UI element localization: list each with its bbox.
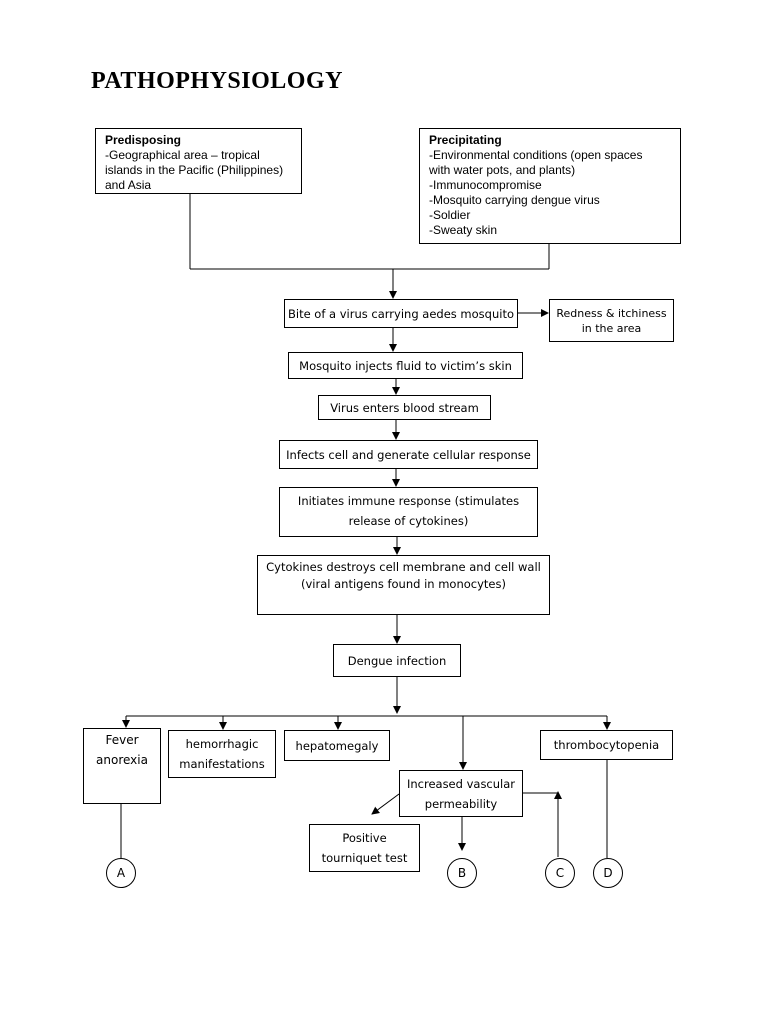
virus-text: Virus enters blood stream [330,400,479,415]
injects-text: Mosquito injects fluid to victim’s skin [299,358,512,373]
hemorrhagic-line: manifestations [179,757,265,771]
predisposing-heading: Predisposing [105,133,182,147]
precipitating-box: Precipitating -Environmental conditions … [419,128,681,244]
thrombocytopenia-box: thrombocytopenia [540,730,673,760]
infects-box: Infects cell and generate cellular respo… [279,440,538,469]
hepatomegaly-box: hepatomegaly [284,730,390,761]
immune-line: Initiates immune response (stimulates [297,494,520,508]
precipitating-line: -Environmental conditions (open spaces [429,148,643,162]
connector-d: D [593,858,623,888]
connector-b: B [447,858,477,888]
redness-line: Redness & itchiness [556,306,667,320]
virus-box: Virus enters blood stream [318,395,491,420]
precipitating-line: -Mosquito carrying dengue virus [429,193,600,207]
hemorrhagic-box: hemorrhagic manifestations [168,730,276,778]
connector-c-label: C [555,866,565,880]
tourniquet-box: Positive tourniquet test [309,824,420,872]
predisposing-box: Predisposing -Geographical area – tropic… [95,128,302,194]
tourniquet-line: Positive [342,831,387,845]
vascular-box: Increased vascular permeability [399,770,523,817]
dengue-box: Dengue infection [333,644,461,677]
vascular-line: Increased vascular [406,776,516,791]
fever-line: anorexia [96,753,148,767]
fever-box: Fever anorexia [83,728,161,804]
predisposing-line: islands in the Pacific (Philippines) [105,163,284,177]
connector-c: C [545,858,575,888]
hepatomegaly-text: hepatomegaly [295,738,379,753]
redness-box: Redness & itchiness in the area [549,299,674,342]
page-title: PATHOPHYSIOLOGY [91,68,343,94]
predisposing-line: and Asia [105,178,152,192]
hemorrhagic-line: hemorrhagic [185,737,259,751]
precipitating-line: -Sweaty skin [429,223,498,237]
dengue-text: Dengue infection [347,653,447,668]
tourniquet-line: tourniquet test [321,851,408,865]
thrombocytopenia-text: thrombocytopenia [553,738,660,752]
infects-text: Infects cell and generate cellular respo… [286,447,531,462]
connector-d-label: D [603,866,613,880]
connector-a: A [106,858,136,888]
immune-line: release of cytokines) [348,514,469,528]
bite-box: Bite of a virus carrying aedes mosquito [284,299,518,328]
connector-a-label: A [116,866,126,880]
precipitating-line: -Immunocompromise [429,178,542,192]
vascular-line: permeability [424,796,498,811]
precipitating-line: with water pots, and plants) [429,163,576,177]
cytokines-line: Cytokines destroys cell membrane and cel… [266,560,541,574]
bite-text: Bite of a virus carrying aedes mosquito [287,306,514,321]
predisposing-line: -Geographical area – tropical [105,148,260,162]
connector-b-label: B [457,866,467,880]
immune-box: Initiates immune response (stimulates re… [279,487,538,537]
injects-box: Mosquito injects fluid to victim’s skin [288,352,523,379]
cytokines-box: Cytokines destroys cell membrane and cel… [257,555,550,615]
fever-line: Fever [105,733,139,747]
redness-line: in the area [581,321,642,335]
precipitating-line: -Soldier [429,208,471,222]
precipitating-heading: Precipitating [429,133,502,147]
cytokines-line: (viral antigens found in monocytes) [301,577,506,591]
